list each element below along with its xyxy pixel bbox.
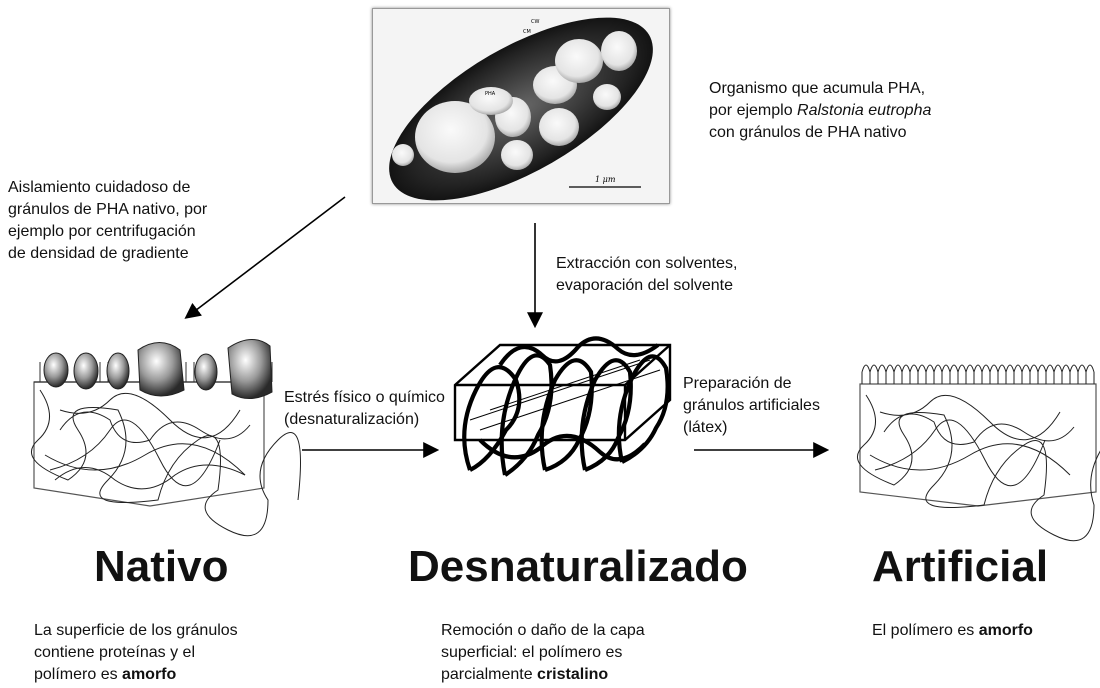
description-native: La superficie de los gránulos contiene p… [34, 622, 238, 683]
artificial-prep-caption: Preparación de gránulos artificiales (lá… [683, 375, 820, 436]
keyword-amorphous-artificial: amorfo [978, 622, 1033, 639]
stress-caption: Estrés físico o químico (desnaturalizaci… [284, 389, 445, 428]
amphiphile-layer [861, 364, 1095, 384]
surface-proteins [43, 339, 273, 399]
organism-caption: Organismo que acumula PHA, por ejemplo R… [709, 80, 932, 141]
micrograph-label-cm: CM [523, 29, 531, 35]
title-artificial: Artificial [872, 542, 1049, 591]
description-denatured: Remoción o daño de la capa superficial: … [441, 622, 645, 683]
keyword-crystalline: cristalino [537, 666, 609, 683]
keyword-amorphous: amorfo [122, 666, 177, 683]
bacterium-drawing: PHA CW CM 1 μm [389, 17, 653, 201]
scale-bar-label: 1 μm [595, 175, 616, 184]
description-artificial: El polímero es amorfo [872, 622, 1033, 639]
isolation-caption: Aislamiento cuidadoso de gránulos de PHA… [8, 179, 208, 262]
arrow-isolation [184, 196, 346, 319]
micrograph-label-pha: PHA [485, 91, 496, 97]
title-native: Nativo [94, 542, 229, 591]
extraction-caption: Extracción con solventes, evaporación de… [556, 255, 738, 294]
title-denatured: Desnaturalizado [408, 542, 748, 591]
micrograph-label-cw: CW [531, 19, 539, 25]
species-name: Ralstonia eutropha [797, 102, 932, 119]
micrograph-image: PHA CW CM 1 μm [372, 8, 670, 204]
